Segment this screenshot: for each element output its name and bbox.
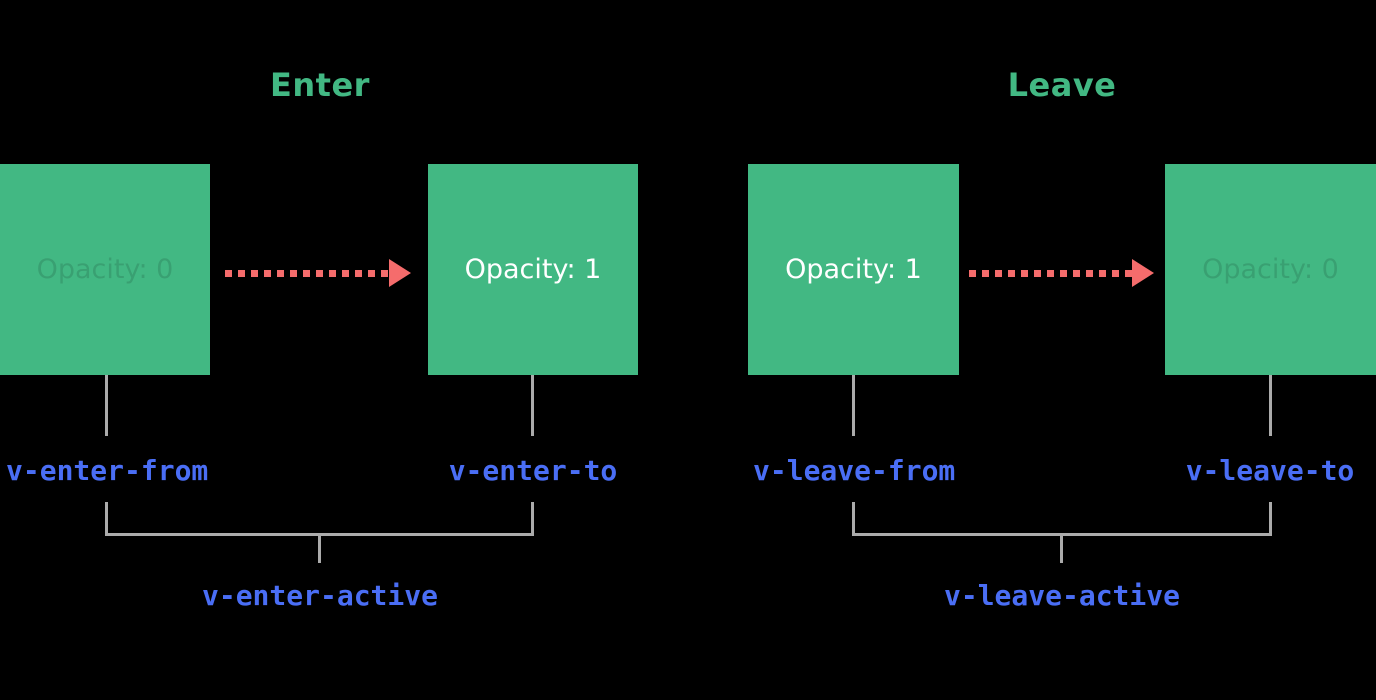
leave-to-connector-line [1269, 375, 1272, 436]
leave-transition-arrow-dashes [969, 270, 1132, 277]
enter-transition-arrow-dashes [225, 270, 389, 277]
enter-start-box-label: Opacity: 0 [36, 254, 174, 285]
leave-from-connector-line [852, 375, 855, 436]
enter-section-title: Enter [270, 66, 370, 104]
enter-active-class-label: v-enter-active [201, 579, 438, 612]
enter-end-box-label: Opacity: 1 [464, 254, 602, 285]
leave-start-box-label: Opacity: 1 [785, 254, 922, 285]
leave-section-title: Leave [1007, 66, 1117, 104]
leave-bracket-bar [852, 533, 1272, 536]
enter-end-box: Opacity: 1 [428, 164, 638, 375]
enter-bracket-left-stub [105, 502, 108, 536]
leave-end-box-label: Opacity: 0 [1202, 254, 1339, 285]
leave-bracket-drop-line [1060, 536, 1063, 563]
leave-end-box: Opacity: 0 [1165, 164, 1376, 375]
leave-start-box: Opacity: 1 [748, 164, 959, 375]
enter-to-connector-line [531, 375, 534, 436]
leave-from-class-label: v-leave-from [753, 454, 956, 487]
enter-start-box: Opacity: 0 [0, 164, 210, 375]
enter-bracket-drop-line [318, 536, 321, 563]
leave-bracket-left-stub [852, 502, 855, 536]
enter-from-class-label: v-enter-from [6, 454, 209, 487]
enter-from-connector-line [105, 375, 108, 436]
enter-bracket-right-stub [531, 502, 534, 536]
enter-to-class-label: v-enter-to [448, 454, 618, 487]
leave-arrowhead-icon [1132, 259, 1154, 287]
leave-to-class-label: v-leave-to [1185, 454, 1355, 487]
leave-active-class-label: v-leave-active [943, 579, 1180, 612]
enter-arrowhead-icon [389, 259, 411, 287]
leave-bracket-right-stub [1269, 502, 1272, 536]
enter-bracket-bar [105, 533, 534, 536]
